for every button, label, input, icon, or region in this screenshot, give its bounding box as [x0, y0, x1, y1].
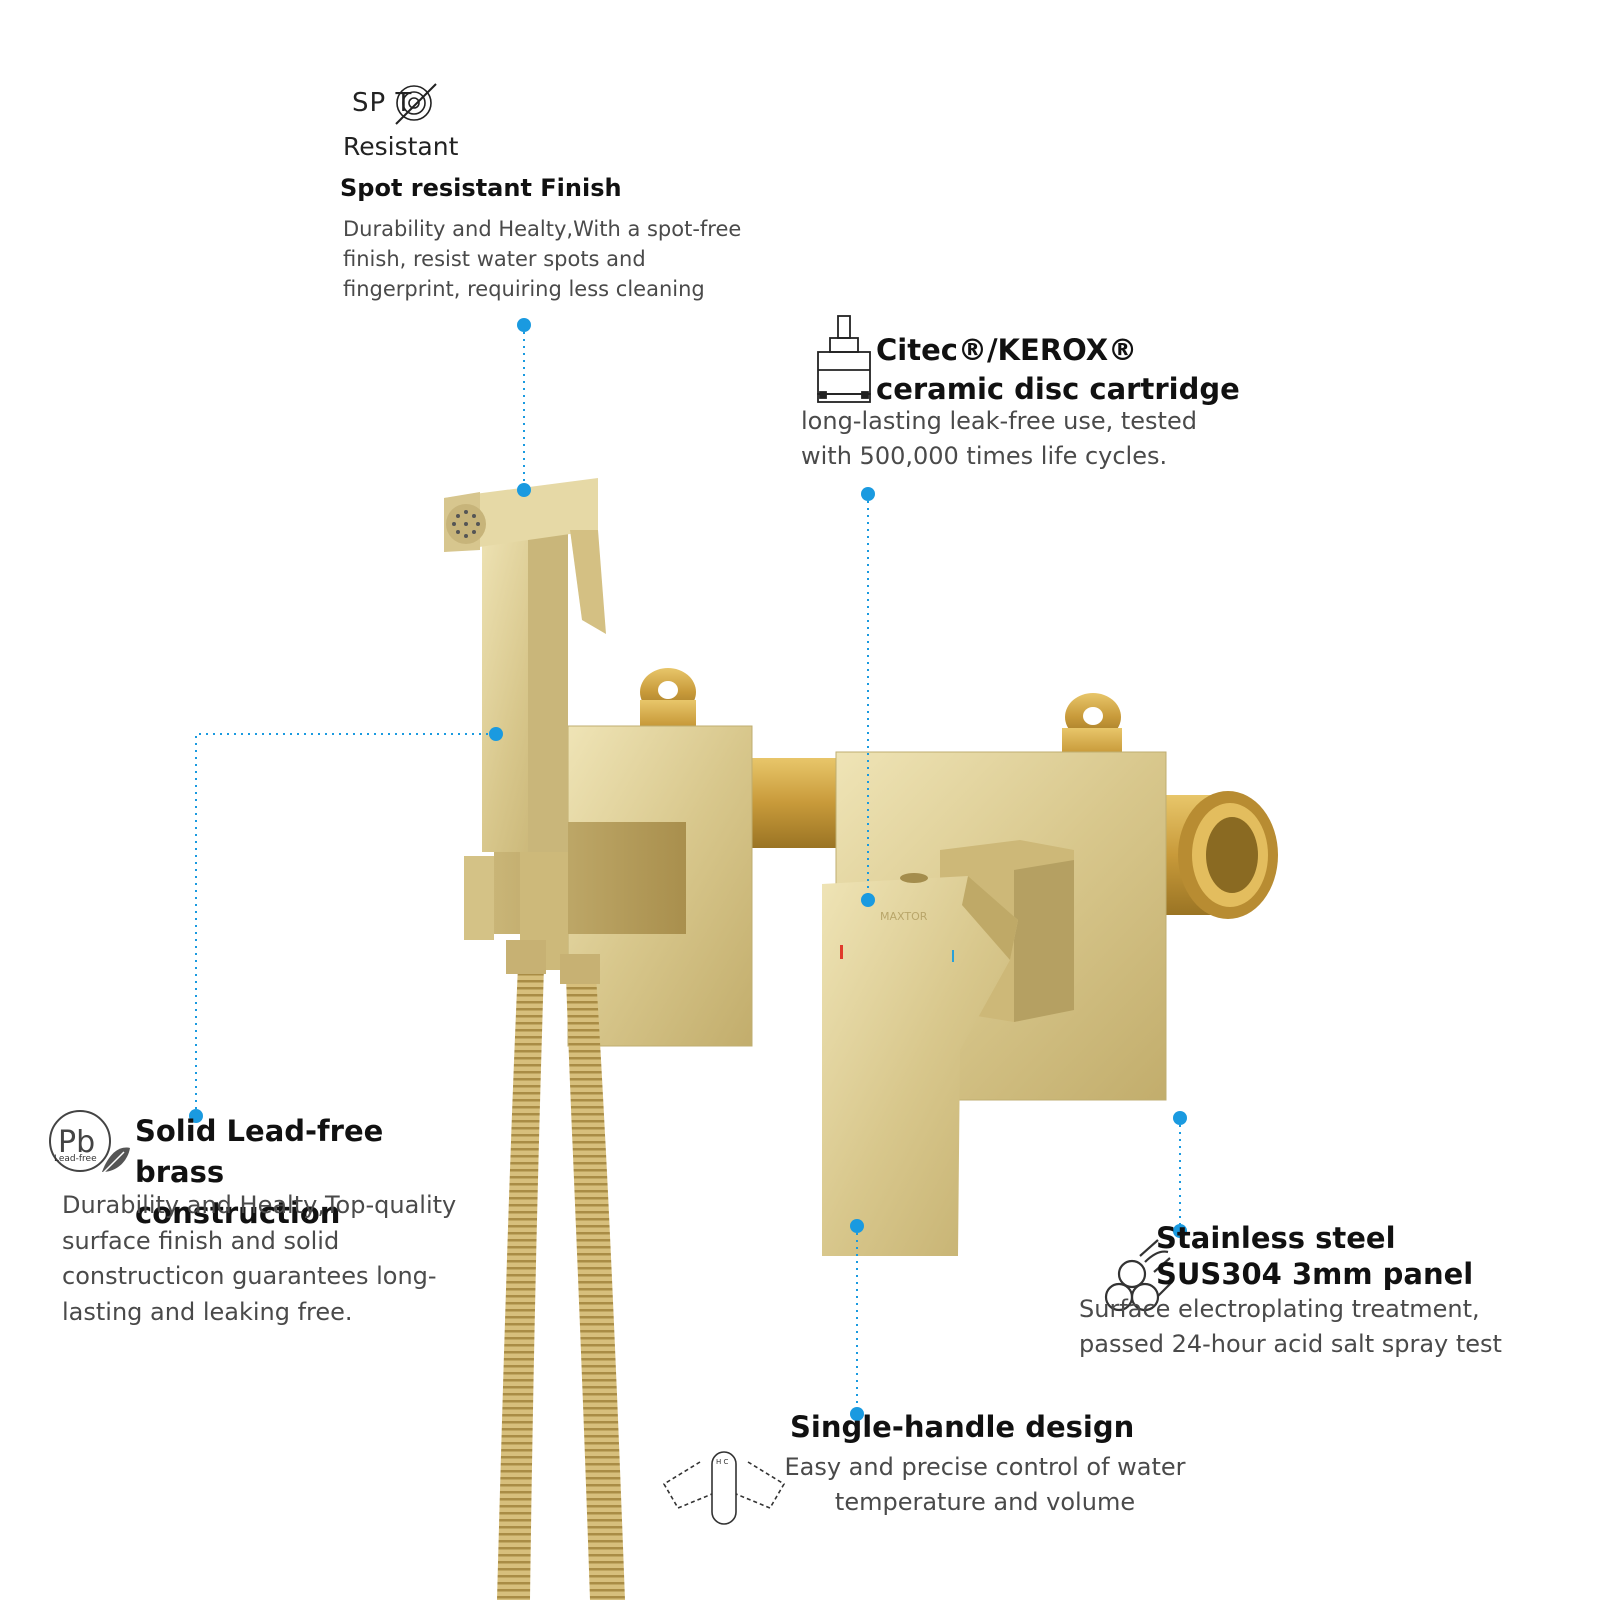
- callout-dot-cartridge-top: [861, 487, 875, 501]
- cold-indicator: [952, 950, 954, 962]
- handle-feature-description: Easy and precise control of water temper…: [784, 1453, 1186, 1516]
- spot-logo-text-bottom: Resistant: [343, 132, 459, 161]
- callout-dot-spot-bottom: [517, 483, 531, 497]
- handheld-sprayer: [444, 478, 606, 852]
- handle-feature-title: Single-handle design: [790, 1410, 1135, 1444]
- spray-nozzle-face: [446, 504, 486, 544]
- svg-text:H C: H C: [716, 1458, 728, 1466]
- single-lever-handle[interactable]: MAXTOR: [822, 873, 1018, 1256]
- callout-dot-handle-top: [850, 1219, 864, 1233]
- spot-logo-text-top: SP T: [352, 88, 413, 118]
- spray-holder-plate: [464, 725, 753, 1047]
- steel-pipes-icon: [1104, 1239, 1173, 1312]
- cartridge-icon: [817, 315, 871, 403]
- spot-fingerprint-icon: [395, 83, 437, 125]
- cartridge-feature-description: long-lasting leak-free use, tested with …: [801, 407, 1197, 470]
- callout-dot-steel-bottom: [1173, 1224, 1187, 1238]
- hot-indicator: [840, 945, 843, 959]
- stainless-feature-title: Stainless steel SUS304 3mm panel: [1156, 1221, 1474, 1291]
- callout-dot-steel-top: [1173, 1111, 1187, 1125]
- callout-dot-lead-top: [489, 727, 503, 741]
- lever-rotation-icon: H C: [662, 1451, 786, 1525]
- callout-dot-lead-bottom: [189, 1109, 203, 1123]
- stainless-feature-description: Surface electroplating treatment, passed…: [1079, 1295, 1502, 1358]
- lead-free-badge-text: Lead-free: [54, 1154, 97, 1164]
- brand-engraving: MAXTOR: [880, 910, 928, 923]
- callout-leaders: [189, 318, 1187, 1421]
- lead-free-feature-description: Durability and Healty,Top-quality surfac…: [62, 1191, 457, 1326]
- spot-feature-description: Durability and Healty,With a spot-free f…: [343, 217, 742, 301]
- callout-dot-handle-bottom: [850, 1407, 864, 1421]
- spot-feature-title: Spot resistant Finish: [340, 174, 622, 202]
- cartridge-feature-title: Citec®/KEROX® ceramic disc cartridge: [876, 333, 1240, 406]
- callout-dot-spot-top: [517, 318, 531, 332]
- lead-free-leaf-icon: Pb: [49, 1110, 130, 1177]
- lead-free-feature-title: Solid Lead-free brass construction: [135, 1114, 384, 1230]
- flexible-hose: [497, 940, 625, 1600]
- callout-dot-cartridge-bottom: [861, 893, 875, 907]
- pb-symbol: Pb: [58, 1125, 95, 1160]
